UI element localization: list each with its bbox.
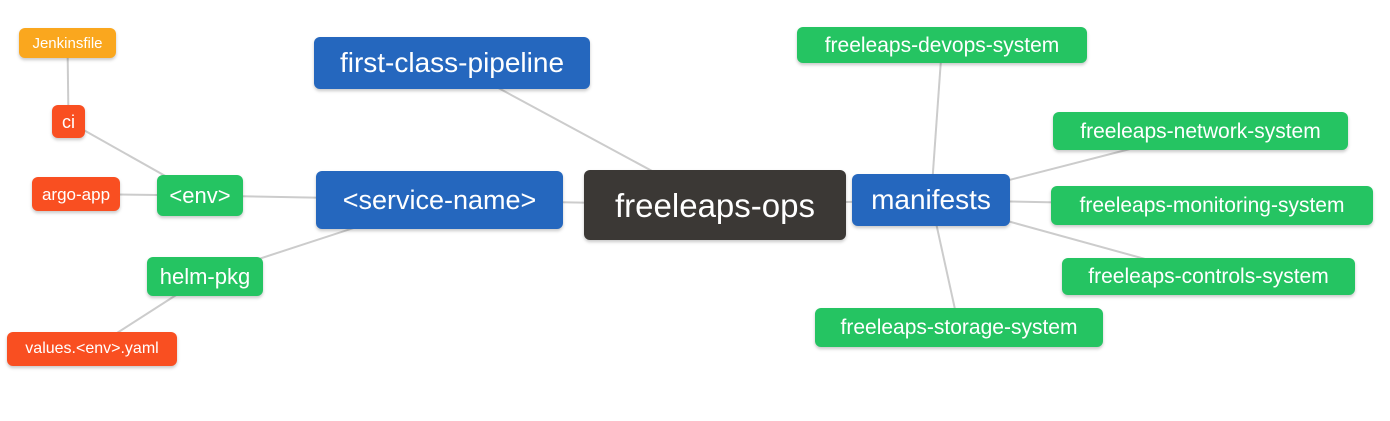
node-freeleaps-storage-system[interactable]: freeleaps-storage-system xyxy=(815,308,1103,347)
node-freeleaps-devops-system[interactable]: freeleaps-devops-system xyxy=(797,27,1087,63)
node-label: freeleaps-monitoring-system xyxy=(1079,194,1345,217)
node-manifests[interactable]: manifests xyxy=(852,174,1010,226)
node-argo-app[interactable]: argo-app xyxy=(32,177,120,211)
node-label: freeleaps-storage-system xyxy=(840,316,1078,339)
node-label: manifests xyxy=(871,184,991,215)
node-label: argo-app xyxy=(41,184,111,204)
node-jenkinsfile[interactable]: Jenkinsfile xyxy=(19,28,116,58)
node-label: ci xyxy=(62,111,75,132)
node-freeleaps-network-system[interactable]: freeleaps-network-system xyxy=(1053,112,1348,150)
node-label: <service-name> xyxy=(342,184,537,215)
node-label: helm-pkg xyxy=(159,263,251,289)
node-values-env-yaml[interactable]: values.<env>.yaml xyxy=(7,332,177,366)
node-label: freeleaps-network-system xyxy=(1080,119,1321,143)
node-freeleaps-controls-system[interactable]: freeleaps-controls-system xyxy=(1062,258,1355,295)
node-service-name[interactable]: <service-name> xyxy=(316,171,563,229)
node-first-class-pipeline[interactable]: first-class-pipeline xyxy=(314,37,590,89)
node-label: freeleaps-devops-system xyxy=(824,33,1060,57)
node-label: freeleaps-ops xyxy=(615,186,815,224)
node-freeleaps-ops[interactable]: freeleaps-ops xyxy=(584,170,846,240)
node-label: freeleaps-controls-system xyxy=(1088,265,1329,288)
node-label: <env> xyxy=(169,182,231,208)
node-env[interactable]: <env> xyxy=(157,175,243,216)
node-label: values.<env>.yaml xyxy=(25,340,159,357)
node-ci[interactable]: ci xyxy=(52,105,85,138)
node-helm-pkg[interactable]: helm-pkg xyxy=(147,257,263,296)
node-freeleaps-monitoring-system[interactable]: freeleaps-monitoring-system xyxy=(1051,186,1373,225)
node-label: first-class-pipeline xyxy=(339,47,565,78)
node-label: Jenkinsfile xyxy=(32,34,103,52)
